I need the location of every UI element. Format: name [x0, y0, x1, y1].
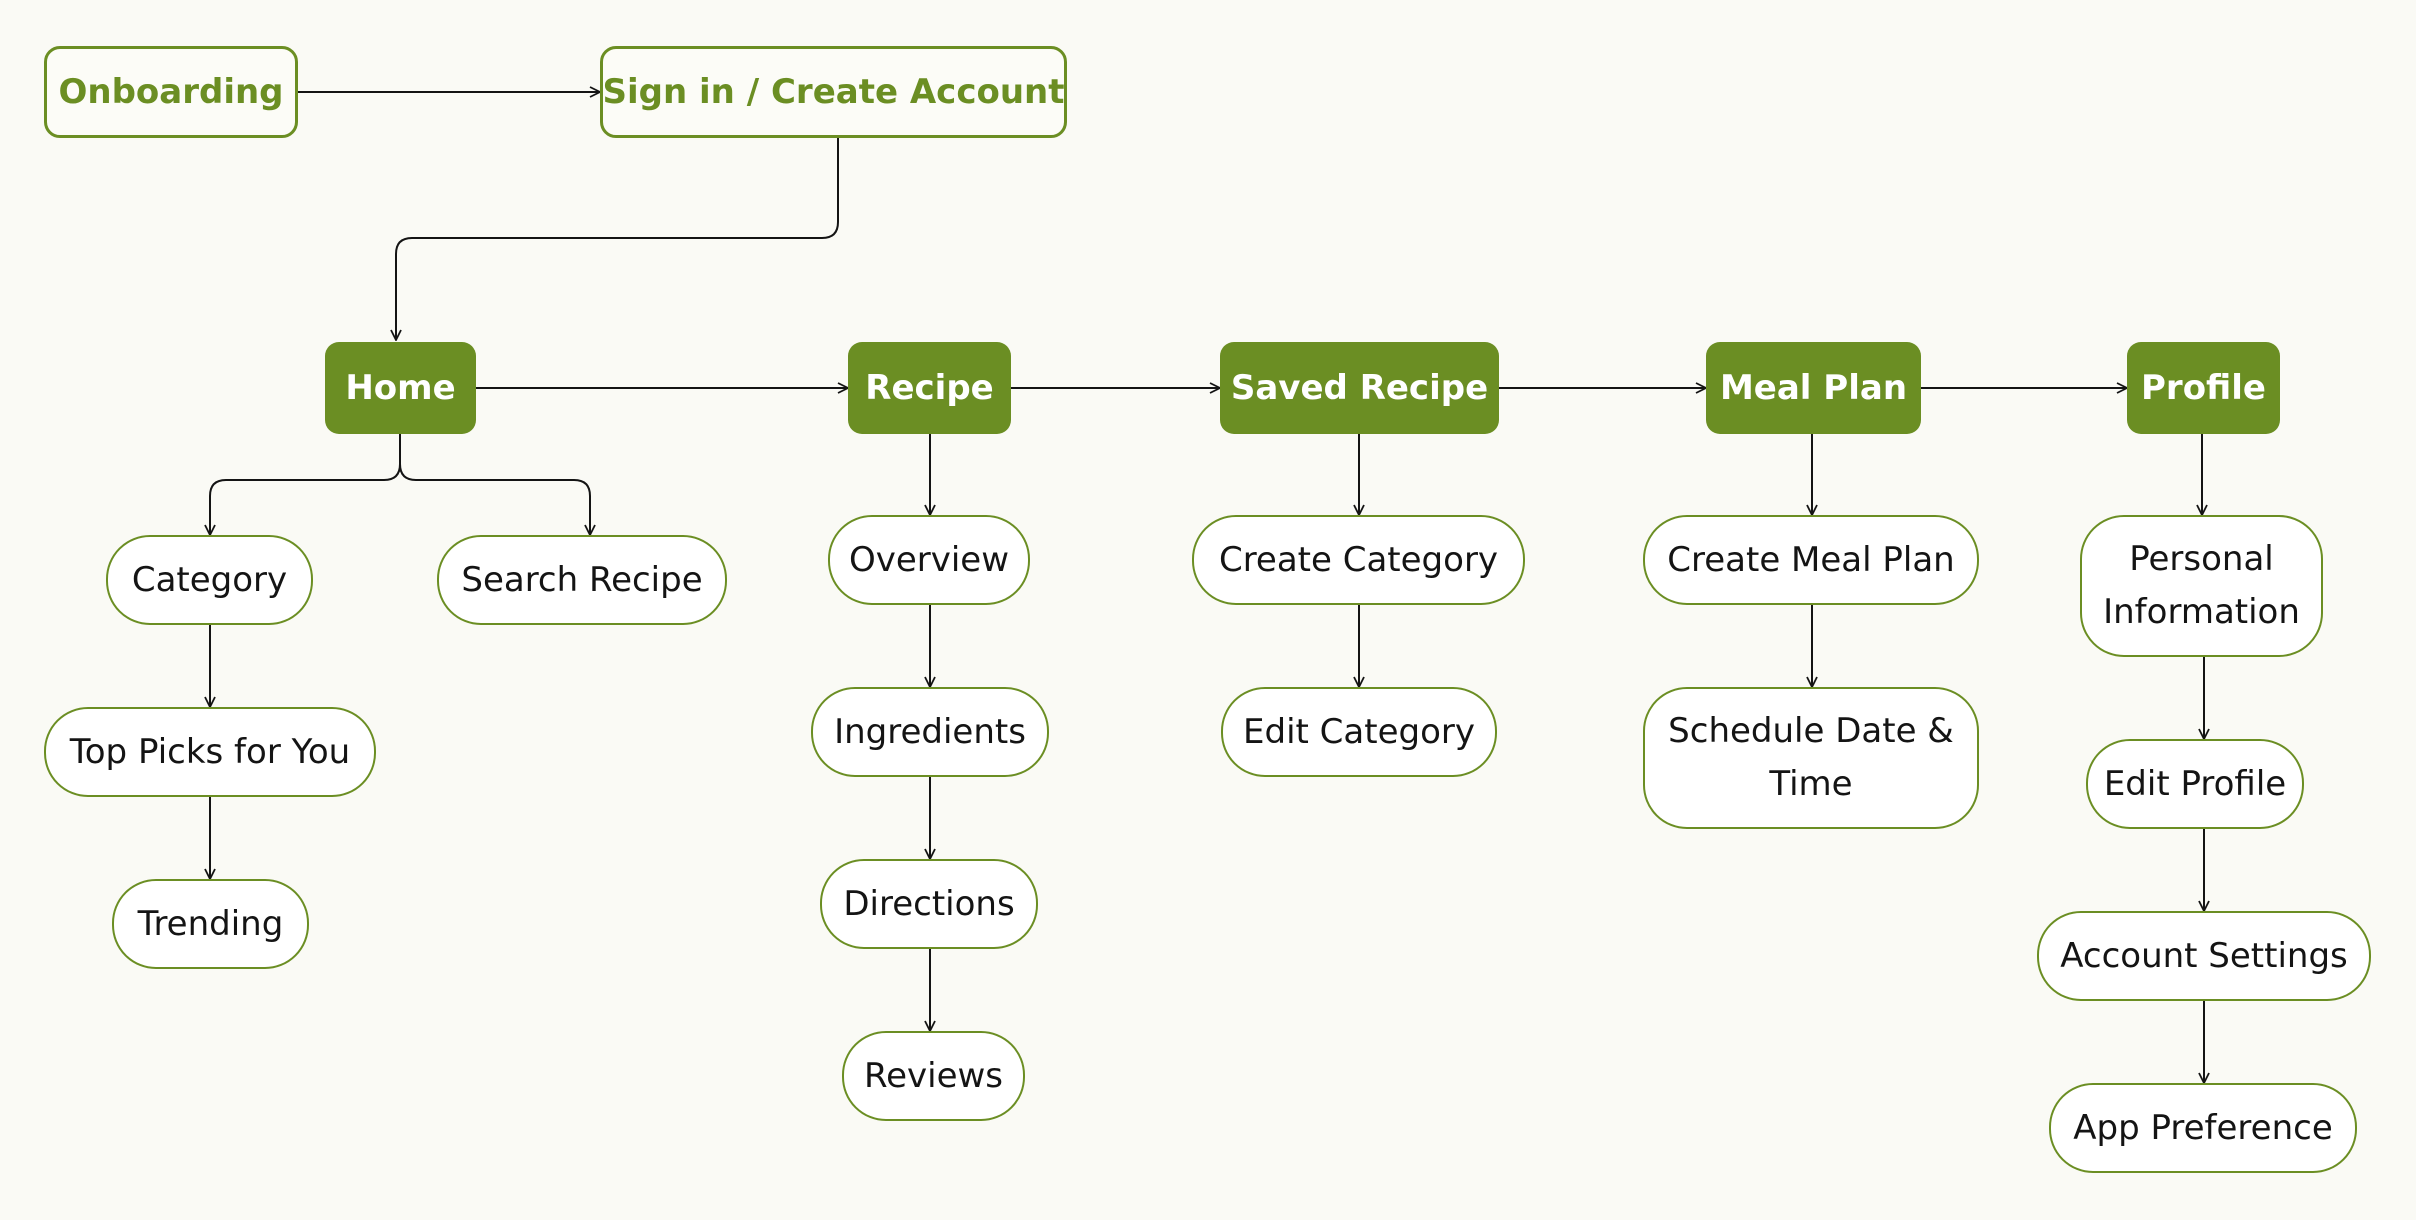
node-label-line-2: Information	[2103, 592, 2300, 632]
node-label: Recipe	[865, 367, 994, 408]
node-reviews[interactable]: Reviews	[842, 1031, 1025, 1121]
node-category[interactable]: Category	[106, 535, 313, 625]
node-search-recipe[interactable]: Search Recipe	[437, 535, 727, 625]
node-label: Meal Plan	[1719, 367, 1908, 408]
node-saved-recipe[interactable]: Saved Recipe	[1220, 342, 1499, 434]
node-label: Create Category	[1218, 539, 1499, 580]
node-meal-plan[interactable]: Meal Plan	[1706, 342, 1921, 434]
arrow-signin-home	[396, 138, 839, 340]
arrow-home-search	[399, 434, 590, 535]
node-label: Top Picks for You	[69, 731, 351, 772]
node-edit-profile[interactable]: Edit Profile	[2086, 739, 2304, 829]
node-label: Trending	[137, 903, 284, 944]
node-personal-information[interactable]: Personal Information	[2080, 515, 2323, 657]
node-label: Profile	[2141, 367, 2266, 408]
node-label: Saved Recipe	[1230, 367, 1489, 408]
node-directions[interactable]: Directions	[820, 859, 1038, 949]
node-profile[interactable]: Profile	[2127, 342, 2280, 434]
node-label: Onboarding	[58, 71, 284, 112]
node-sign-in-create-account[interactable]: Sign in / Create Account	[600, 46, 1067, 138]
node-edit-category[interactable]: Edit Category	[1221, 687, 1497, 777]
node-label: Home	[345, 367, 456, 408]
node-label: Ingredients	[834, 711, 1026, 752]
node-create-meal-plan[interactable]: Create Meal Plan	[1643, 515, 1979, 605]
node-label: Directions	[843, 883, 1015, 924]
node-label-line-2: Time	[1769, 764, 1853, 804]
node-schedule-date-time[interactable]: Schedule Date & Time	[1643, 687, 1979, 829]
node-onboarding[interactable]: Onboarding	[44, 46, 298, 138]
node-app-preference[interactable]: App Preference	[2049, 1083, 2357, 1173]
node-label: Sign in / Create Account	[602, 71, 1065, 112]
node-label: Create Meal Plan	[1667, 539, 1955, 580]
node-create-category[interactable]: Create Category	[1192, 515, 1525, 605]
node-account-settings[interactable]: Account Settings	[2037, 911, 2371, 1001]
node-trending[interactable]: Trending	[112, 879, 309, 969]
node-ingredients[interactable]: Ingredients	[811, 687, 1049, 777]
node-label-line-1: Personal	[2129, 539, 2274, 580]
node-label: Reviews	[863, 1055, 1004, 1096]
node-label: Category	[131, 559, 288, 600]
node-label: Overview	[848, 539, 1010, 580]
node-label: Account Settings	[2060, 935, 2348, 976]
node-label: Search Recipe	[461, 559, 703, 600]
node-home[interactable]: Home	[325, 342, 476, 434]
node-overview[interactable]: Overview	[828, 515, 1030, 605]
node-label-line-1: Schedule Date &	[1668, 711, 1954, 752]
node-label: Edit Category	[1243, 711, 1475, 752]
arrow-home-category	[210, 434, 401, 535]
node-recipe[interactable]: Recipe	[848, 342, 1011, 434]
node-label: App Preference	[2073, 1107, 2333, 1148]
node-label: Edit Profile	[2103, 763, 2287, 804]
node-top-picks-for-you[interactable]: Top Picks for You	[44, 707, 376, 797]
